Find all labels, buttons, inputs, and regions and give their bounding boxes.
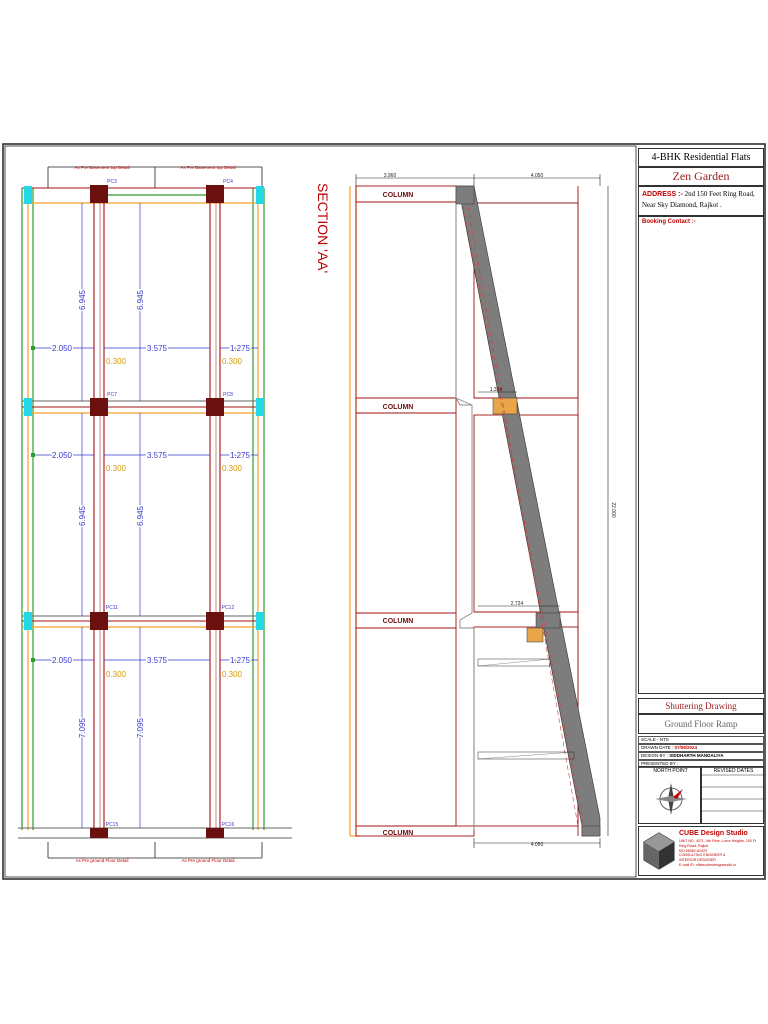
dim-bottom: 4.050 bbox=[531, 842, 544, 848]
sheet-border bbox=[2, 143, 766, 880]
design-by-value: SIDDHARTH MANDALIYA bbox=[669, 753, 724, 758]
dim-left-3: 2.050 bbox=[52, 656, 73, 665]
vdim-lower-2: 7.095 bbox=[136, 717, 145, 738]
dim-left-1: 2.050 bbox=[52, 344, 73, 353]
section-column-4: COLUMN bbox=[383, 830, 414, 837]
thk-1b: 0.300 bbox=[222, 357, 243, 366]
company-name: CUBE Design Studio bbox=[679, 830, 748, 837]
vdim-upper-1: 6.945 bbox=[78, 289, 87, 310]
label-pc4: PC4 bbox=[223, 179, 233, 185]
floor-plan: As Pre Basement top Detail As Pre Baseme… bbox=[18, 165, 292, 863]
dim-center-2: 3.575 bbox=[147, 451, 168, 460]
dim-right-1: 1.275 bbox=[230, 344, 251, 353]
project-address: ADDRESS :- 2nd 150 Feet Ring Road, Near … bbox=[638, 186, 764, 216]
dim-center-3: 3.575 bbox=[147, 656, 168, 665]
thk-3b: 0.300 bbox=[222, 670, 243, 679]
title-block: 4-BHK Residential Flats Zen Garden ADDRE… bbox=[638, 146, 765, 877]
label-pc7: PC7 bbox=[107, 392, 117, 398]
note-bottom-2: As Pre ground Floor Detail bbox=[181, 858, 234, 863]
dim-right-2: 1.275 bbox=[230, 451, 251, 460]
company-address: UNIT NO. 4071, 4th Floor, Luxor Heights,… bbox=[679, 839, 758, 848]
dim-top-right: 4.050 bbox=[531, 173, 544, 179]
label-pc15: PC15 bbox=[106, 822, 119, 828]
section-column-3: COLUMN bbox=[383, 618, 414, 625]
address-line-2: Near Sky Diamond, Rajkot . bbox=[642, 201, 722, 209]
revised-dates-label: REVISED DATES bbox=[713, 768, 754, 774]
dim-left-2: 2.050 bbox=[52, 451, 73, 460]
project-type: 4-BHK Residential Flats bbox=[638, 148, 764, 168]
company-role-2: INTERIOR DESIGNER bbox=[679, 858, 716, 863]
column-pc7 bbox=[90, 398, 108, 416]
revised-dates-box: REVISED DATES bbox=[701, 766, 765, 824]
label-pc12: PC12 bbox=[222, 605, 235, 611]
company-info: UNIT NO. 4071, 4th Floor, Luxor Heights,… bbox=[679, 839, 763, 868]
note-top-1: As Pre Basement top Detail bbox=[74, 165, 129, 170]
thk-3a: 0.300 bbox=[106, 670, 127, 679]
dim-mid-2: 2.724 bbox=[511, 601, 524, 607]
dim-center-1: 3.575 bbox=[147, 344, 168, 353]
label-pc16: PC16 bbox=[222, 822, 235, 828]
drawing-subtitle: Ground Floor Ramp bbox=[638, 714, 764, 734]
north-arrow-icon bbox=[655, 783, 687, 815]
cube-logo-icon bbox=[643, 832, 675, 870]
column-pc4 bbox=[206, 185, 224, 203]
vdim-lower-1: 7.095 bbox=[78, 717, 87, 738]
drawing-title: Shuttering Drawing bbox=[638, 698, 764, 714]
vdim-mid-1: 6.945 bbox=[78, 505, 87, 526]
booking-contact: Booking Contact :- bbox=[638, 216, 764, 694]
section-title: SECTION 'AA' bbox=[315, 183, 331, 273]
dim-right-3: 1.275 bbox=[230, 656, 251, 665]
vdim-upper-2: 6.945 bbox=[136, 289, 145, 310]
thk-2a: 0.300 bbox=[106, 464, 127, 473]
company-role-1: CONSULTING ENGINEER & bbox=[679, 853, 726, 858]
column-pc16 bbox=[206, 828, 224, 838]
label-pc11: PC11 bbox=[106, 605, 118, 611]
column-pc3 bbox=[90, 185, 108, 203]
label-pc8: PC8 bbox=[223, 392, 233, 398]
drawn-date-label: DRAWN DATE : bbox=[641, 745, 675, 750]
design-by-row: DESIGN BY : SIDDHARTH MANDALIYA bbox=[638, 752, 764, 760]
scale-row: SCALE - NTS bbox=[638, 736, 764, 744]
dim-top-left: 3.960 bbox=[384, 173, 397, 179]
note-top-2: As Pre Basement top Detail bbox=[180, 165, 235, 170]
drawn-date-row: DRAWN DATE : 07/08/2024 bbox=[638, 744, 764, 752]
thk-2b: 0.300 bbox=[222, 464, 243, 473]
dim-mid-1: 1.334 bbox=[490, 387, 503, 393]
north-point-box: NORTH POINT bbox=[638, 766, 701, 824]
design-by-label: DESIGN BY : bbox=[641, 753, 670, 758]
company-block: CUBE Design Studio UNIT NO. 4071, 4th Fl… bbox=[638, 826, 764, 876]
label-pc3: PC3 bbox=[107, 179, 117, 185]
thk-1a: 0.300 bbox=[106, 357, 127, 366]
inner-border bbox=[4, 145, 637, 878]
drawn-date-value: 07/08/2024 bbox=[674, 745, 698, 750]
section-aa: SECTION 'AA' 3.960 4.050 bbox=[315, 173, 616, 848]
address-line-1: 2nd 150 Feet Ring Road, bbox=[684, 190, 755, 198]
project-name: Zen Garden bbox=[638, 166, 764, 186]
column-pc8 bbox=[206, 398, 224, 416]
company-email: E-mail ID: officecubedesignstudio.in bbox=[679, 862, 737, 867]
north-point-label: NORTH POINT bbox=[653, 768, 688, 774]
vdim-mid-2: 6.945 bbox=[136, 505, 145, 526]
dim-height: 22.000 bbox=[610, 502, 616, 518]
section-column-1: COLUMN bbox=[383, 192, 414, 199]
column-pc12 bbox=[206, 612, 224, 630]
note-bottom-1: As Pre ground Floor Detail bbox=[75, 858, 128, 863]
address-label: ADDRESS :- bbox=[642, 191, 683, 198]
company-mobile: MO:98982-82429 bbox=[679, 848, 707, 853]
column-pc11 bbox=[90, 612, 108, 630]
section-column-2: COLUMN bbox=[383, 404, 414, 411]
column-pc15 bbox=[90, 828, 108, 838]
